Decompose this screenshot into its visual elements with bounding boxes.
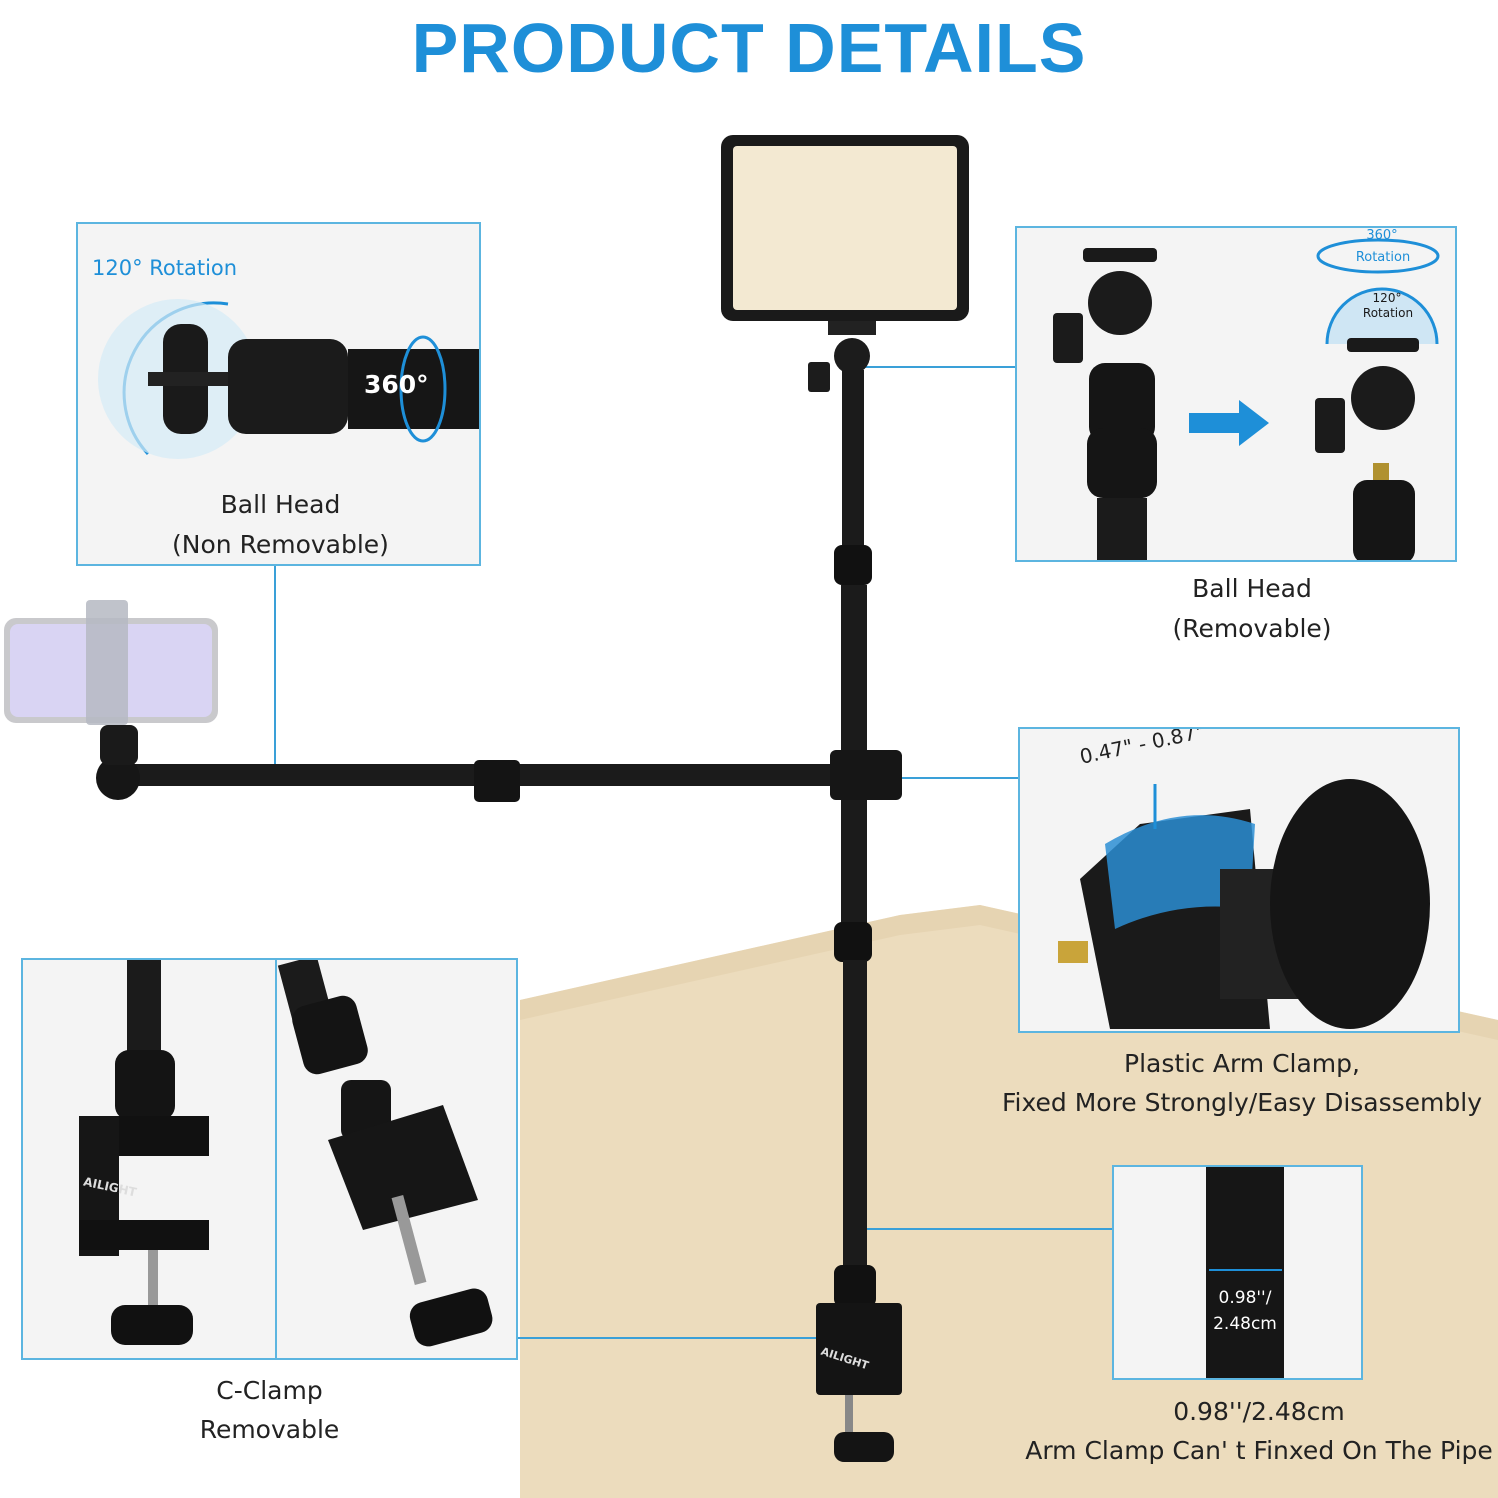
caption-ball-head-non-removable: Ball Head (Non Removable) <box>78 485 479 564</box>
c-clamp-graphic <box>79 960 493 1347</box>
rotation-120-value: 120° <box>1372 291 1402 305</box>
pipe-diameter-label: 0.98''/ 2.48cm <box>1206 1285 1284 1337</box>
rotation-360-value: 360° <box>1366 228 1398 243</box>
caption-line-1: C-Clamp <box>216 1376 323 1405</box>
pipe-diameter-line-1: 0.98''/ <box>1218 1288 1272 1308</box>
angle-360-label: 360° <box>364 370 429 399</box>
rotation-360-sub: Rotation <box>1355 250 1411 265</box>
panel-c-clamp: AILIGHT <box>21 958 518 1360</box>
caption-ball-head-removable: Ball Head (Removable) <box>1015 569 1489 649</box>
panel-pipe-diameter: 0.98''/ 2.48cm <box>1112 1165 1363 1380</box>
caption-c-clamp: C-Clamp Removable <box>21 1371 518 1449</box>
rotation-120-sub: Rotation <box>1362 306 1414 320</box>
caption-line-2: (Non Removable) <box>172 530 389 559</box>
caption-line-2: Fixed More Strongly/Easy Disassembly <box>1001 1088 1483 1117</box>
leader-line-ball-head <box>274 565 276 775</box>
page-title: PRODUCT DETAILS <box>411 9 1087 87</box>
leader-line-pipe <box>866 1228 1112 1230</box>
caption-line-1: Plastic Arm Clamp, <box>1124 1049 1360 1078</box>
panel-ball-head-removable: 360° Rotation 120° Rotation <box>1015 226 1457 562</box>
panel-ball-head-non-removable: 120° Rotation 360° Ball Head (Non Remova… <box>76 222 481 566</box>
caption-line-1: Ball Head <box>220 490 341 519</box>
caption-line-1: Ball Head <box>1192 574 1312 603</box>
leader-line-mid-right <box>885 777 1018 779</box>
removable-ball-head-graphic <box>1053 238 1440 560</box>
caption-line-1: 0.98''/2.48cm <box>1173 1397 1345 1426</box>
caption-line-2: (Removable) <box>1172 614 1332 643</box>
caption-pipe-diameter: 0.98''/2.48cm Arm Clamp Can' t Finxed On… <box>1022 1392 1496 1470</box>
panel-plastic-arm-clamp: 0.47" - 0.87" <box>1018 727 1460 1033</box>
led-panel <box>721 135 969 321</box>
caption-plastic-arm-clamp: Plastic Arm Clamp, Fixed More Strongly/E… <box>990 1044 1494 1122</box>
pipe-diameter-line-2: 2.48cm <box>1213 1314 1277 1334</box>
arm-clamp-graphic <box>1058 779 1430 1029</box>
pipe-graphic <box>1206 1167 1284 1378</box>
leader-line-clamp <box>518 1337 832 1339</box>
leader-line-top-right <box>855 366 1015 368</box>
rotation-120-label: 120° Rotation <box>92 256 238 280</box>
caption-line-2: Arm Clamp Can' t Finxed On The Pipe <box>1025 1436 1493 1465</box>
caption-line-2: Removable <box>199 1415 340 1444</box>
ball-head-graphic <box>98 299 479 459</box>
panel-divider <box>275 960 277 1358</box>
